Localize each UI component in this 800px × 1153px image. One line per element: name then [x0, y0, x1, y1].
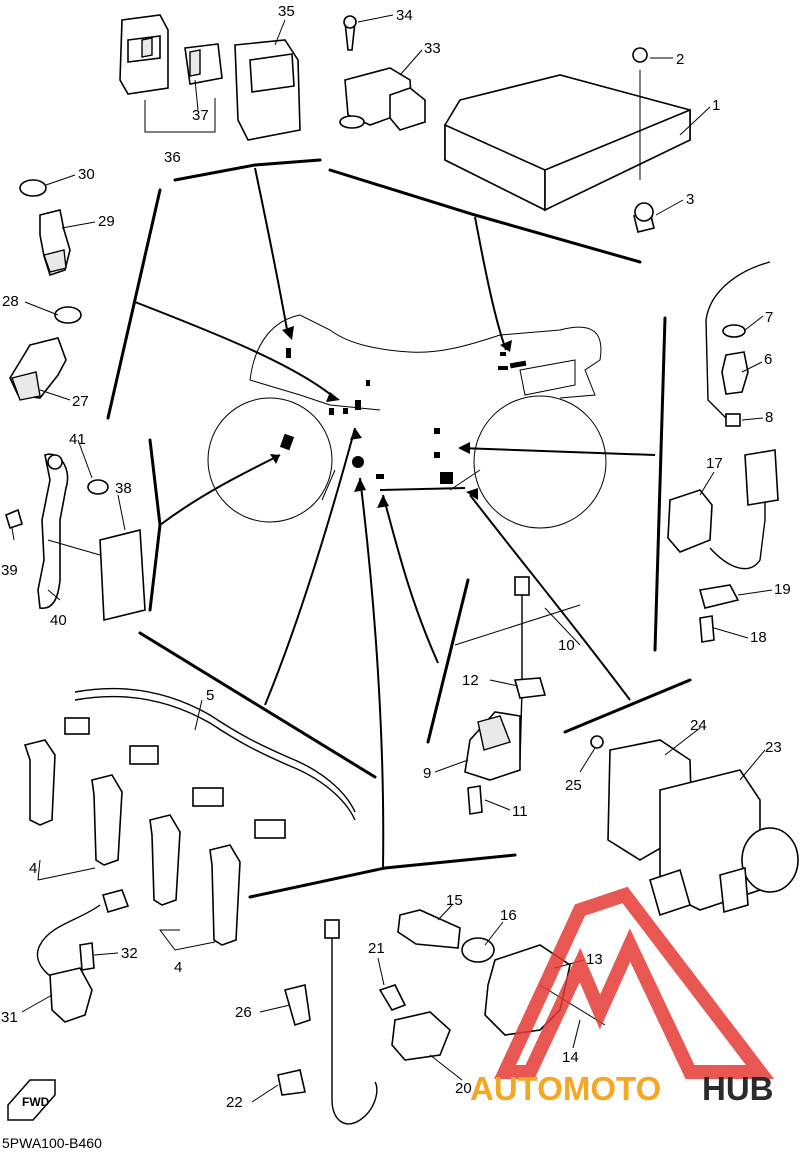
- callout-34: 34: [396, 7, 413, 24]
- temp-sensor-6[interactable]: [705, 261, 771, 427]
- sensor-9[interactable]: [454, 576, 581, 815]
- callout-5: 5: [206, 687, 214, 704]
- callout-22: 22: [226, 1094, 243, 1111]
- callout-29: 29: [98, 213, 115, 230]
- watermark-brand-part2: HUB: [702, 1070, 774, 1107]
- callout-labels: 1 2 3 4 4 5 6 7 8 9 10 11 12 13 14 15 16…: [1, 3, 791, 1111]
- sensor-33[interactable]: [339, 15, 426, 131]
- callout-27: 27: [72, 393, 89, 410]
- bracket-assembly[interactable]: [5, 453, 146, 622]
- motorcycle-outline: [207, 314, 607, 529]
- ecu-unit[interactable]: [444, 47, 691, 233]
- callout-41: 41: [69, 431, 86, 448]
- relay-block[interactable]: [119, 14, 301, 141]
- diagram-code: 5PWA100-B460: [2, 1135, 102, 1151]
- callout-38: 38: [115, 480, 132, 497]
- callout-26: 26: [235, 1004, 252, 1021]
- component-marker-group: [279, 348, 527, 484]
- callout-23: 23: [765, 739, 782, 756]
- watermark-triangle: [494, 886, 775, 1079]
- callout-17: 17: [706, 455, 723, 472]
- callout-14: 14: [562, 1049, 579, 1066]
- callout-30: 30: [78, 166, 95, 183]
- speed-sensor-17[interactable]: [667, 449, 779, 643]
- callout-7: 7: [765, 309, 773, 326]
- callout-32: 32: [121, 945, 138, 962]
- cam-sensor-31[interactable]: [36, 889, 130, 1023]
- ignition-coils[interactable]: [23, 739, 241, 951]
- watermark-brand-part1: AUTOMOTO: [470, 1070, 661, 1107]
- fwd-indicator: FWD: [7, 1079, 56, 1121]
- callout-10: 10: [558, 637, 575, 654]
- callout-4b: 4: [174, 959, 182, 976]
- callout-19: 19: [774, 581, 791, 598]
- fwd-label: FWD: [22, 1095, 50, 1109]
- callout-33: 33: [424, 40, 441, 57]
- callout-8: 8: [765, 409, 773, 426]
- callout-9: 9: [423, 765, 431, 782]
- callout-11: 11: [512, 803, 528, 820]
- callout-13: 13: [586, 951, 603, 968]
- callout-15: 15: [446, 892, 463, 909]
- callout-6: 6: [764, 351, 772, 368]
- leader-arrows: [134, 167, 656, 869]
- callout-21: 21: [368, 940, 385, 957]
- callout-40: 40: [50, 612, 67, 629]
- callout-18: 18: [750, 629, 767, 646]
- switch-27[interactable]: [9, 306, 82, 401]
- callout-2: 2: [676, 51, 684, 68]
- wire-harness[interactable]: [64, 687, 356, 839]
- callout-39: 39: [1, 562, 18, 579]
- callout-36: 36: [164, 149, 181, 166]
- callout-12: 12: [462, 672, 479, 689]
- callout-16: 16: [500, 907, 517, 924]
- callout-20: 20: [455, 1080, 472, 1097]
- group-brackets: [106, 158, 692, 899]
- watermark-logo: AUTOMOTO HUB: [470, 886, 775, 1107]
- callout-25: 25: [565, 777, 582, 794]
- callout-31: 31: [1, 1009, 18, 1026]
- callout-35: 35: [278, 3, 295, 20]
- callout-1: 1: [712, 97, 720, 114]
- callout-28: 28: [2, 293, 19, 310]
- switch-29[interactable]: [19, 179, 71, 277]
- callout-24: 24: [690, 717, 707, 734]
- callout-37: 37: [192, 107, 209, 124]
- callout-leaders: [11, 14, 773, 1103]
- pickup-coil-assembly[interactable]: [277, 909, 606, 1125]
- callout-4a: 4: [29, 860, 37, 877]
- throttle-body[interactable]: [590, 735, 799, 917]
- callout-3: 3: [686, 191, 694, 208]
